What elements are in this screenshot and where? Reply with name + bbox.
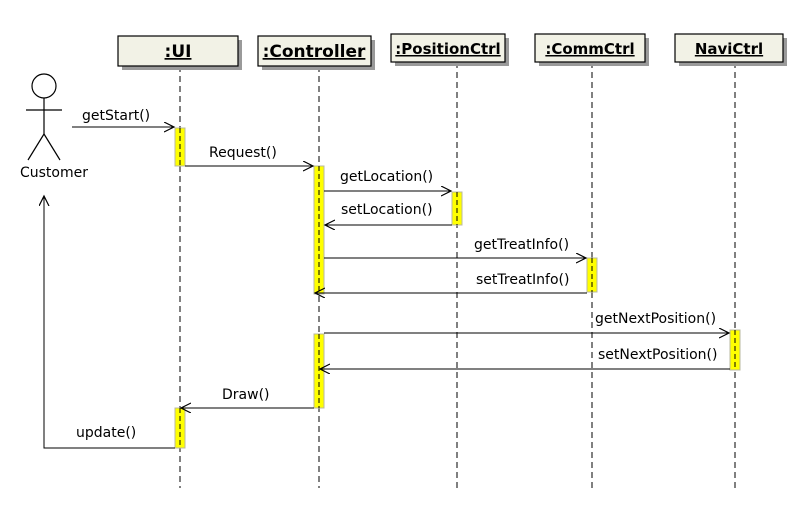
activation-navictrl — [729, 329, 741, 371]
message-update-arrow — [44, 196, 175, 449]
object-ui: :UI — [117, 35, 242, 70]
activation-controller-2 — [313, 333, 325, 409]
actor-head-icon — [31, 73, 57, 99]
activation-positionctrl — [451, 191, 463, 226]
activation-controller-1 — [313, 165, 325, 295]
actor-label: Customer — [20, 165, 88, 181]
message-getnextposition-label: getNextPosition() — [595, 311, 716, 327]
activation-commctrl — [586, 257, 598, 293]
message-request-label: Request() — [209, 145, 277, 161]
message-gettreatinfo-label: getTreatInfo() — [474, 237, 569, 253]
object-navictrl-label: NaviCtrl — [695, 40, 763, 58]
message-setnextposition: setNextPosition() — [320, 347, 730, 369]
object-navictrl: NaviCtrl — [674, 33, 787, 66]
message-update: update() — [44, 196, 175, 449]
object-commctrl-label: :CommCtrl — [545, 40, 634, 58]
object-ui-label: :UI — [165, 42, 192, 62]
activation-ui-1 — [174, 127, 186, 167]
object-controller: :Controller — [257, 35, 375, 70]
object-controller-label: :Controller — [263, 42, 366, 62]
message-setlocation: setLocation() — [325, 202, 452, 225]
actor-right-leg — [43, 133, 61, 161]
message-getstart: getStart() — [72, 108, 174, 127]
activation-ui-2 — [174, 407, 186, 449]
object-positionctrl: :PositionCtrl — [390, 33, 509, 66]
message-getlocation-label: getLocation() — [340, 169, 433, 185]
message-draw: Draw() — [181, 387, 314, 408]
message-draw-label: Draw() — [222, 387, 270, 403]
message-update-label: update() — [76, 425, 136, 441]
message-settreatinfo-label: setTreatInfo() — [476, 272, 569, 288]
message-gettreatinfo: getTreatInfo() — [324, 237, 586, 258]
object-commctrl: :CommCtrl — [534, 33, 649, 66]
message-getnextposition: getNextPosition() — [324, 311, 729, 333]
message-request: Request() — [185, 145, 313, 166]
object-positionctrl-label: :PositionCtrl — [395, 40, 500, 58]
message-setlocation-label: setLocation() — [341, 202, 433, 218]
actor-left-leg — [27, 133, 45, 161]
message-getstart-label: getStart() — [82, 108, 150, 124]
customer-actor: Customer — [20, 73, 88, 181]
message-setnextposition-label: setNextPosition() — [598, 347, 717, 363]
message-getlocation: getLocation() — [324, 169, 451, 191]
message-settreatinfo: setTreatInfo() — [315, 272, 587, 293]
